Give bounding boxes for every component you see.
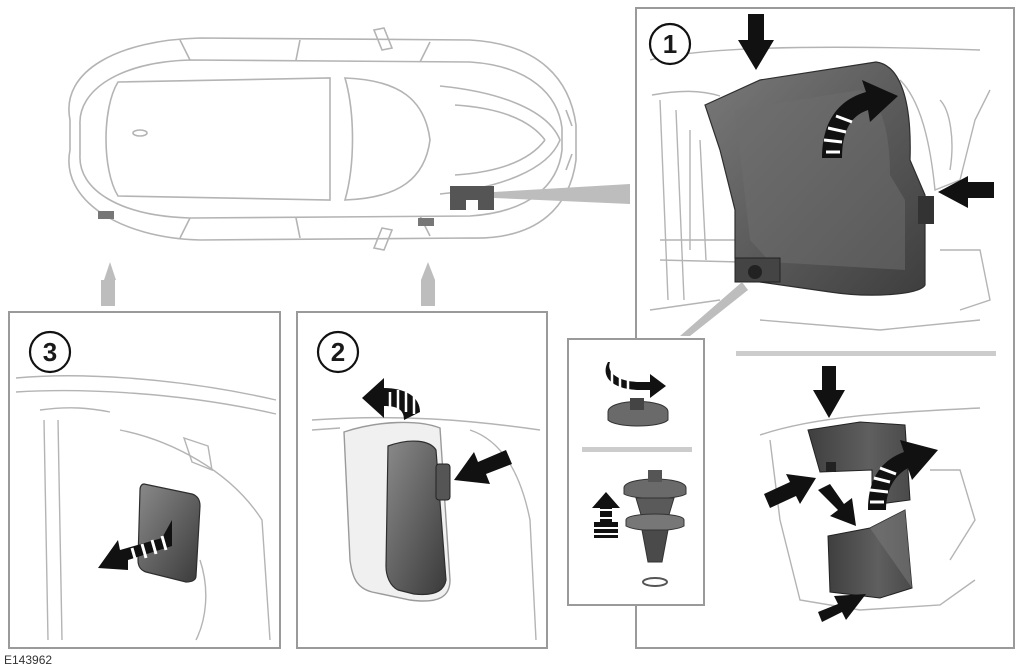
fuse-location-marker-rear [98,211,114,219]
rotate-arrow-icon [822,80,898,158]
push-arrow-icon [813,366,845,418]
pointer-to-fastener-detail [680,282,748,336]
callout-3-circle [28,330,72,374]
callout-2-circle [316,330,360,374]
callout-1-circle [648,22,692,66]
rotate-arrow-icon [362,378,420,420]
panel-3: 3 [8,311,281,649]
pointer-to-panel-1 [494,184,630,204]
panel-2: 2 [296,311,548,649]
fastener-detail-panel [567,338,705,606]
cover-clip-right [918,196,934,224]
pointer-to-panel-2 [421,262,435,280]
panel-1-divider [736,351,996,356]
fuse-location-marker-side [418,218,434,226]
trim-panel-cover [385,440,447,596]
push-arrow-icon [764,474,816,508]
rotate-arrow-icon [868,440,938,510]
twist-fastener-icon [605,362,669,427]
push-fastener-icon [592,470,687,587]
figure-id: E143962 [4,653,53,667]
pull-arrow-icon [98,520,172,570]
pointer-to-panel-2-stem [421,280,435,306]
push-arrow-icon [738,14,774,70]
callout-1-label: 1 [663,29,677,59]
push-arrow-icon [938,176,994,208]
push-arrow-icon [454,450,512,484]
fastener-divider [582,447,692,452]
pointer-to-panel-3 [104,262,116,280]
callout-2-label: 2 [331,337,345,367]
car-top-view [68,27,577,251]
pointer-to-panel-3-stem [101,280,115,306]
cover-latch [435,463,451,501]
callout-3-label: 3 [43,337,57,367]
cover-fastener [748,265,762,279]
fuse-location-marker-front [450,186,494,210]
push-arrow-icon [818,484,856,526]
cover-clip-small [826,462,836,472]
push-arrow-icon [818,594,866,622]
